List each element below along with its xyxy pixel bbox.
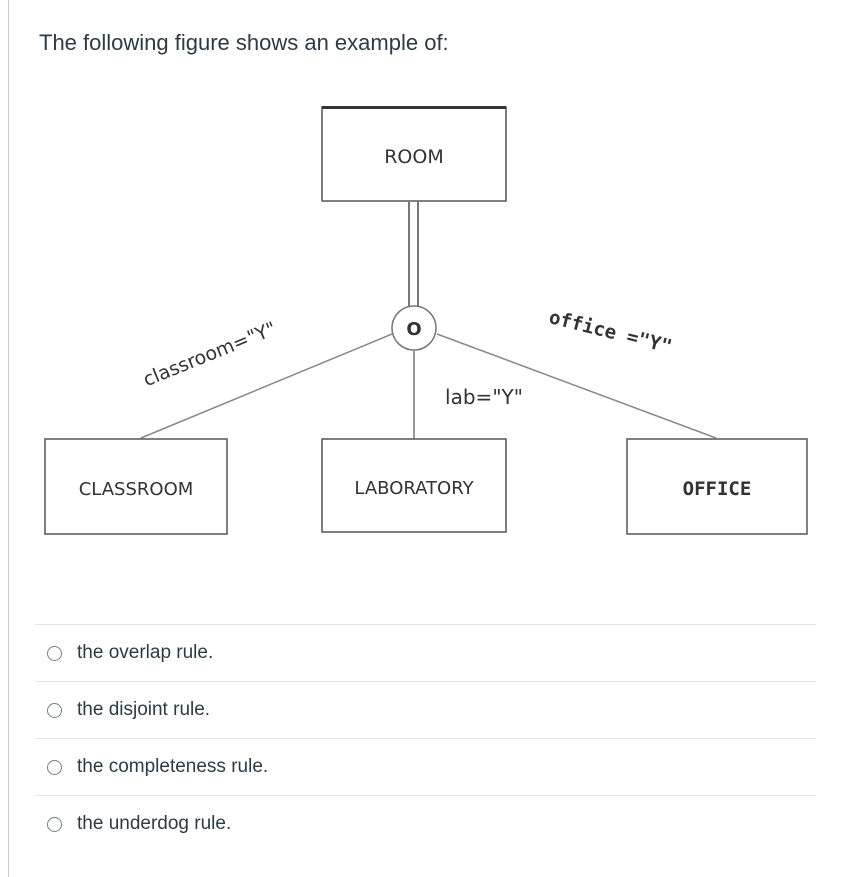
constraint-symbol: O	[406, 319, 421, 340]
er-specialization-diagram: ROOM O classroom="Y" lab="Y" office ="Y"…	[44, 106, 808, 535]
entity-laboratory-label: LABORATORY	[354, 478, 474, 499]
branch-line-classroom	[140, 333, 393, 439]
discriminator-classroom: classroom="Y"	[140, 318, 279, 391]
branch-line-office	[436, 333, 717, 439]
radio-button[interactable]	[47, 816, 62, 832]
entity-room-label: ROOM	[384, 146, 444, 168]
discriminator-office: office ="Y"	[547, 306, 674, 358]
answer-option-underdog[interactable]: the underdog rule.	[35, 795, 816, 852]
radio-button[interactable]	[47, 645, 62, 661]
answer-label: the underdog rule.	[77, 813, 232, 834]
discriminator-laboratory: lab="Y"	[445, 385, 523, 409]
answer-option-completeness[interactable]: the completeness rule.	[35, 738, 816, 795]
radio-button[interactable]	[47, 702, 62, 718]
answer-option-overlap[interactable]: the overlap rule.	[35, 624, 816, 681]
entity-office-label: OFFICE	[683, 478, 752, 500]
answer-option-disjoint[interactable]: the disjoint rule.	[35, 681, 816, 738]
answer-label: the overlap rule.	[77, 642, 214, 663]
overlap-constraint-circle: O	[391, 305, 437, 351]
entity-room: ROOM	[321, 106, 507, 202]
radio-button[interactable]	[47, 759, 62, 775]
entity-office: OFFICE	[626, 438, 808, 535]
quiz-question-card: The following figure shows an example of…	[8, 0, 857, 877]
answer-list: the overlap rule. the disjoint rule. the…	[35, 624, 816, 852]
entity-classroom: CLASSROOM	[44, 438, 228, 535]
entity-classroom-label: CLASSROOM	[79, 479, 194, 500]
answer-label: the completeness rule.	[77, 756, 269, 777]
entity-laboratory: LABORATORY	[321, 438, 507, 533]
answer-label: the disjoint rule.	[77, 699, 211, 720]
question-text: The following figure shows an example of…	[39, 30, 449, 55]
